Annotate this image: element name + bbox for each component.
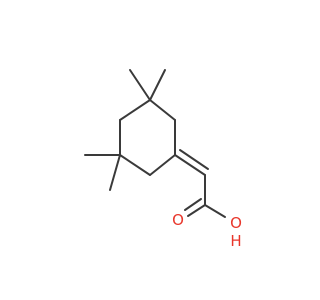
methyl-bond-top-left — [129, 69, 151, 101]
hydroxyl-oxygen-label: O — [230, 214, 242, 232]
carbonyl-bond-a — [187, 204, 206, 217]
ring-bond-c6-c1 — [119, 99, 151, 121]
structure-canvas: O O H — [84, 69, 242, 250]
methyl-bond-left-down — [109, 154, 121, 191]
exocyclic-double-bond-a — [174, 154, 206, 176]
carbonyl-oxygen-label: O — [172, 211, 184, 229]
ring-bond-c1-c2 — [149, 99, 176, 121]
methyl-bond-top-right — [149, 69, 166, 101]
ring-bond-c4-c5 — [119, 154, 151, 176]
molecule-diagram: O O H — [84, 69, 242, 250]
hydroxyl-hydrogen-label: H — [230, 232, 241, 250]
exocyclic-double-bond-b — [179, 149, 209, 170]
hydroxyl-bond — [204, 204, 226, 218]
carbonyl-bond-b — [184, 198, 202, 211]
ring-bond-c3-c4 — [149, 154, 176, 176]
